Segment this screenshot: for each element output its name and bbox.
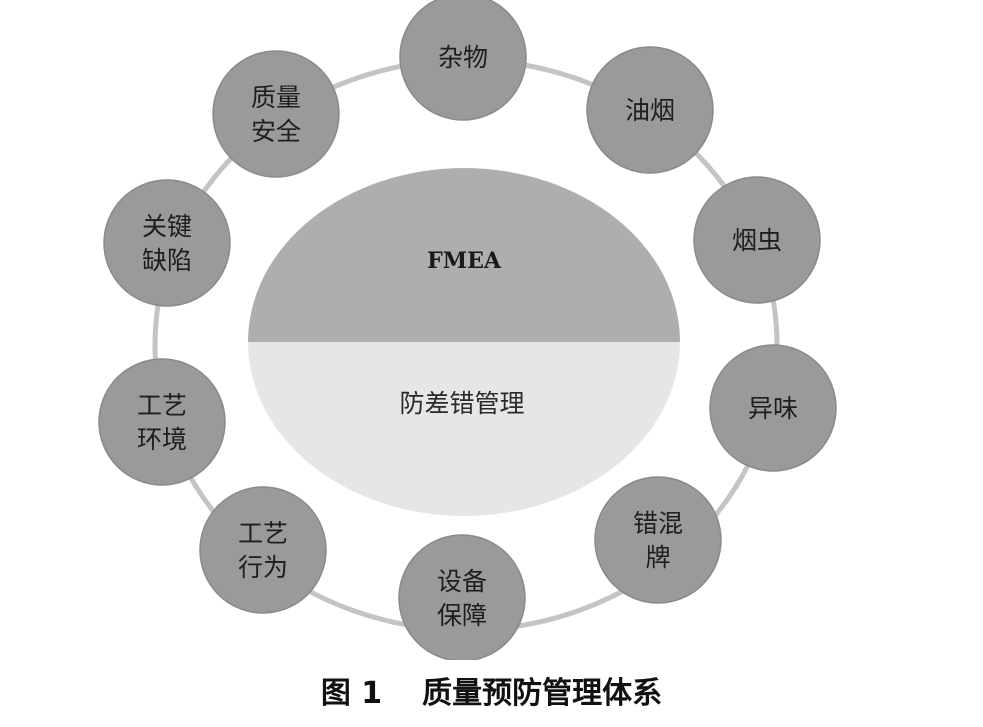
node-label: 工艺 xyxy=(137,391,187,420)
node-label: 设备 xyxy=(437,567,487,596)
node-label: 关键 xyxy=(142,212,192,241)
node-circle xyxy=(103,179,231,307)
node-circle xyxy=(399,0,527,121)
node-label: 牌 xyxy=(645,543,670,572)
node-4: 异味 xyxy=(709,344,837,472)
node-circle xyxy=(398,534,526,660)
figure-title: 质量预防管理体系 xyxy=(422,676,663,711)
figure-caption: 图 1 质量预防管理体系 xyxy=(0,662,983,718)
node-label: 质量 xyxy=(251,83,301,112)
node-circle xyxy=(212,50,340,178)
node-circle xyxy=(199,486,327,614)
node-label: 错混 xyxy=(633,509,683,538)
node-label: 行为 xyxy=(238,553,288,582)
node-label: 异味 xyxy=(748,394,798,423)
core-circle: FMEA 防差错管理 xyxy=(248,168,680,516)
node-2: 油烟 xyxy=(586,46,714,174)
core-bottom-label: 防差错管理 xyxy=(399,389,524,418)
node-3: 烟虫 xyxy=(693,176,821,304)
node-circle xyxy=(693,176,821,304)
node-1: 杂物 xyxy=(399,0,527,121)
node-label: 保障 xyxy=(437,601,487,630)
node-circle xyxy=(98,358,226,486)
core-top-label: FMEA xyxy=(427,248,502,274)
node-label: 工艺 xyxy=(238,519,288,548)
quality-prevention-diagram: FMEA 防差错管理 杂物油烟烟虫异味错混牌设备保障工艺行为工艺环境关键缺陷质量… xyxy=(98,0,837,660)
figure-number: 图 1 xyxy=(320,676,383,711)
node-circle xyxy=(709,344,837,472)
node-label: 烟虫 xyxy=(732,226,782,255)
node-label: 杂物 xyxy=(438,43,488,72)
node-label: 缺陷 xyxy=(142,246,192,275)
node-label: 安全 xyxy=(251,117,301,146)
node-circle xyxy=(594,476,722,604)
node-label: 油烟 xyxy=(625,96,675,125)
node-circle xyxy=(586,46,714,174)
core-bottom-half xyxy=(248,342,680,516)
core-top-half xyxy=(248,168,680,342)
node-5: 错混牌 xyxy=(594,476,722,604)
node-label: 环境 xyxy=(137,425,187,454)
